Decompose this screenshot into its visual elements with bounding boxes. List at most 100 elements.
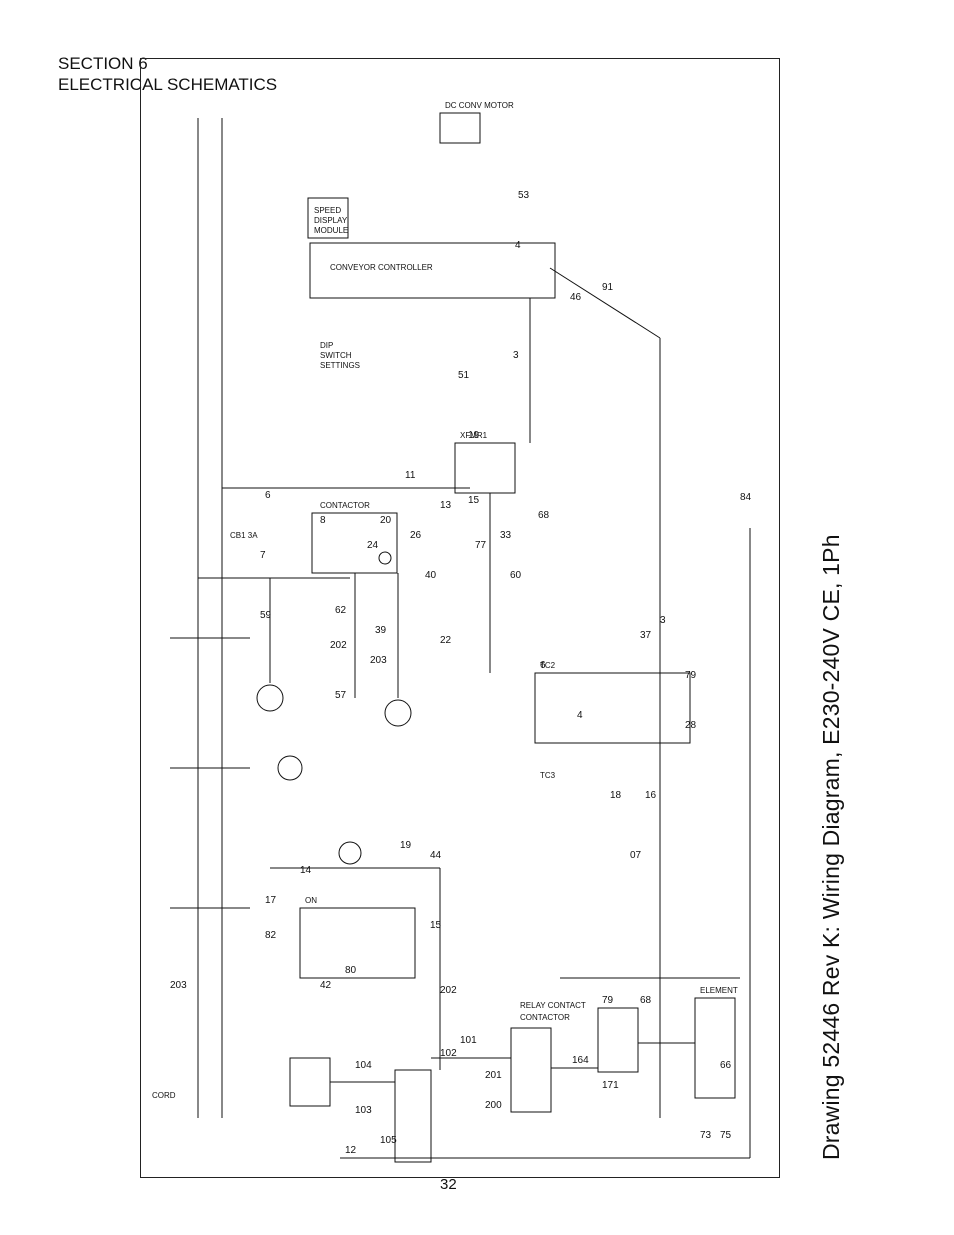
wire-number: 101 <box>460 1035 477 1046</box>
section-number: SECTION 6 <box>58 54 148 73</box>
page-number: 32 <box>440 1176 457 1193</box>
wire-number: 60 <box>510 570 522 581</box>
wire-number: 26 <box>410 530 422 541</box>
wire-number: 37 <box>640 630 652 641</box>
wire-number: 103 <box>355 1105 372 1116</box>
wire-number: 07 <box>630 850 642 861</box>
relay-contact <box>597 1007 639 1073</box>
dc-motor <box>439 112 481 144</box>
wire-number: 164 <box>572 1055 589 1066</box>
wire-number: 13 <box>440 500 452 511</box>
wire-number: 203 <box>170 980 187 991</box>
wire-number: 4 <box>577 710 583 721</box>
dip-switch-label: SETTINGS <box>320 361 360 370</box>
wire-number: 68 <box>640 995 652 1006</box>
wire-number: 51 <box>458 370 470 381</box>
cord-label: CORD <box>152 1091 176 1100</box>
wire-number: 202 <box>440 985 457 996</box>
drawing-title: Drawing 52446 Rev K: Wiring Diagram, E23… <box>818 534 844 1160</box>
wire-number: 15 <box>468 495 480 506</box>
wire-number: 68 <box>538 510 550 521</box>
contactor-lower-label: CONTACTOR <box>520 1013 570 1022</box>
transformer <box>454 442 516 494</box>
wire-number: 46 <box>570 292 582 303</box>
wire-number: 73 <box>700 1130 712 1141</box>
lamp-icon <box>338 841 362 865</box>
temperature-controller <box>534 672 691 744</box>
wire-number: 80 <box>345 965 357 976</box>
wire-number: 22 <box>440 635 452 646</box>
speed-display-label: SPEED <box>314 206 341 215</box>
wire-number: 6 <box>265 490 271 501</box>
wire-number: 3 <box>513 350 519 361</box>
terminal-block-l1l2 <box>289 1057 331 1107</box>
wire-number: 202 <box>330 640 347 651</box>
wire-number: 104 <box>355 1060 372 1071</box>
wire-number: 8 <box>320 515 326 526</box>
wire-number: 14 <box>300 865 312 876</box>
wire-number: 84 <box>740 492 752 503</box>
wire-number: 171 <box>602 1080 619 1091</box>
speed-display-label: DISPLAY <box>314 216 348 225</box>
dc-motor-label: DC CONV MOTOR <box>445 101 514 110</box>
wire-number: 105 <box>380 1135 397 1146</box>
wire-number: 17 <box>265 895 277 906</box>
wire-number: 102 <box>440 1048 457 1059</box>
wire-number: 24 <box>367 540 379 551</box>
contactor-coil-icon <box>378 551 392 565</box>
wire-number: 39 <box>375 625 387 636</box>
cb1-label: CB1 3A <box>230 531 258 540</box>
terminal-block-main <box>394 1069 432 1163</box>
element-label: ELEMENT <box>700 986 738 995</box>
schematic-frame <box>140 58 780 1178</box>
section-heading: SECTION 6 ELECTRICAL SCHEMATICS <box>58 53 277 95</box>
wire-number: 20 <box>380 515 392 526</box>
wire-number: 44 <box>430 850 442 861</box>
speed-display-module <box>307 197 349 239</box>
wire <box>549 267 661 339</box>
dip-switch-label: DIP <box>320 341 333 350</box>
blower-motor-icon <box>384 699 412 727</box>
wire-number: 200 <box>485 1100 502 1111</box>
transformer-label: XFMR1 <box>460 431 488 440</box>
relay-label: RELAY CONTACT <box>520 1001 586 1010</box>
wire-number: 77 <box>475 540 487 551</box>
blower-motor-icon <box>256 684 284 712</box>
on-off-label: ON <box>305 896 317 905</box>
cooling-fan-icon <box>277 755 303 781</box>
wire-number: 201 <box>485 1070 502 1081</box>
wire-number: 42 <box>320 980 332 991</box>
conveyor-controller <box>309 242 556 299</box>
wire-number: 59 <box>260 610 272 621</box>
wire-number: 12 <box>345 1145 357 1156</box>
wiring-diagram: CORD CONTACTOR CONTACTOR CB1 3A SPEED DI… <box>152 101 752 1163</box>
wire-number: 11 <box>405 470 416 481</box>
wire-number: 79 <box>602 995 614 1006</box>
wire-number: 19 <box>400 840 412 851</box>
wire-number: 6 <box>540 660 546 671</box>
wire-number: 28 <box>685 720 697 731</box>
wire-number: 91 <box>602 282 614 293</box>
section-title: ELECTRICAL SCHEMATICS <box>58 75 278 94</box>
wire-number: 75 <box>720 1130 732 1141</box>
wire-number: 40 <box>425 570 437 581</box>
wire-number: 16 <box>645 790 657 801</box>
wire-number: 66 <box>720 1060 732 1071</box>
wire-number: 18 <box>610 790 622 801</box>
wire-number: 53 <box>518 190 530 201</box>
wire-number: 203 <box>370 655 387 666</box>
wire-number: 15 <box>430 920 442 931</box>
on-off-switch <box>299 907 416 979</box>
element-block <box>694 997 736 1099</box>
contactor-main-label: CONTACTOR <box>320 501 370 510</box>
wire-number: 4 <box>515 240 521 251</box>
wire-number: 33 <box>500 530 512 541</box>
wire-number: 82 <box>265 930 277 941</box>
wire-number: 7 <box>260 550 266 561</box>
wire-number: 62 <box>335 605 347 616</box>
wire-number: 19 <box>468 430 480 441</box>
dip-switch-label: SWITCH <box>320 351 352 360</box>
speed-display-label: MODULE <box>314 226 348 235</box>
tc2-label: TC2 <box>540 661 556 670</box>
contactor-lower <box>510 1027 552 1113</box>
